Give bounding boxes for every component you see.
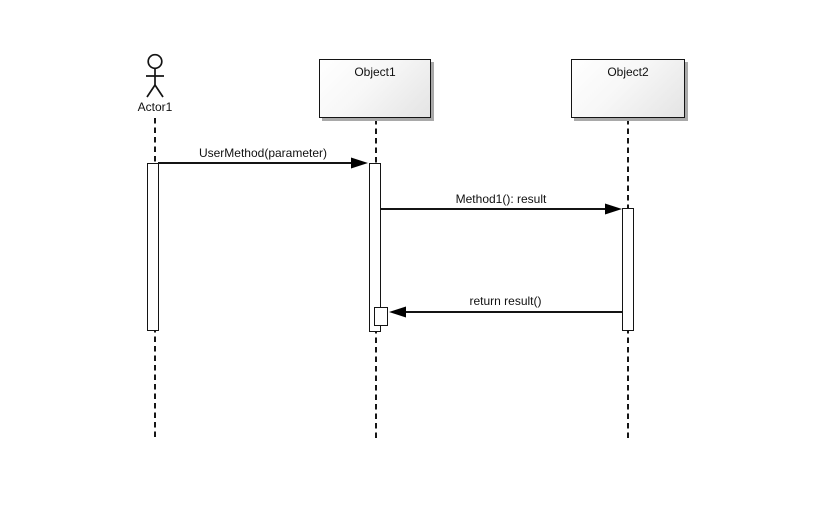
- message-label: UserMethod(parameter): [198, 146, 328, 160]
- message-line: [380, 208, 606, 210]
- object-box-object1: Object1: [319, 59, 431, 118]
- arrow-right-icon: [605, 203, 622, 215]
- object-label: Object2: [607, 65, 649, 79]
- actor-label: Actor1: [137, 100, 173, 114]
- activation-bar-object1: [369, 163, 381, 332]
- message-label: Method1(): result: [455, 192, 547, 206]
- message-line: [405, 311, 622, 313]
- arrow-left-icon: [389, 306, 406, 318]
- object-label: Object1: [354, 65, 396, 79]
- message-line: [158, 162, 352, 164]
- actor-stick-figure-icon: [146, 53, 164, 98]
- activation-bar-actor1: [147, 163, 159, 331]
- activation-bar-object2: [622, 208, 634, 331]
- message-label: return result(): [469, 294, 542, 308]
- object-box-object2: Object2: [571, 59, 685, 118]
- arrow-right-icon: [351, 157, 368, 169]
- nested-activation-object1: [374, 307, 388, 326]
